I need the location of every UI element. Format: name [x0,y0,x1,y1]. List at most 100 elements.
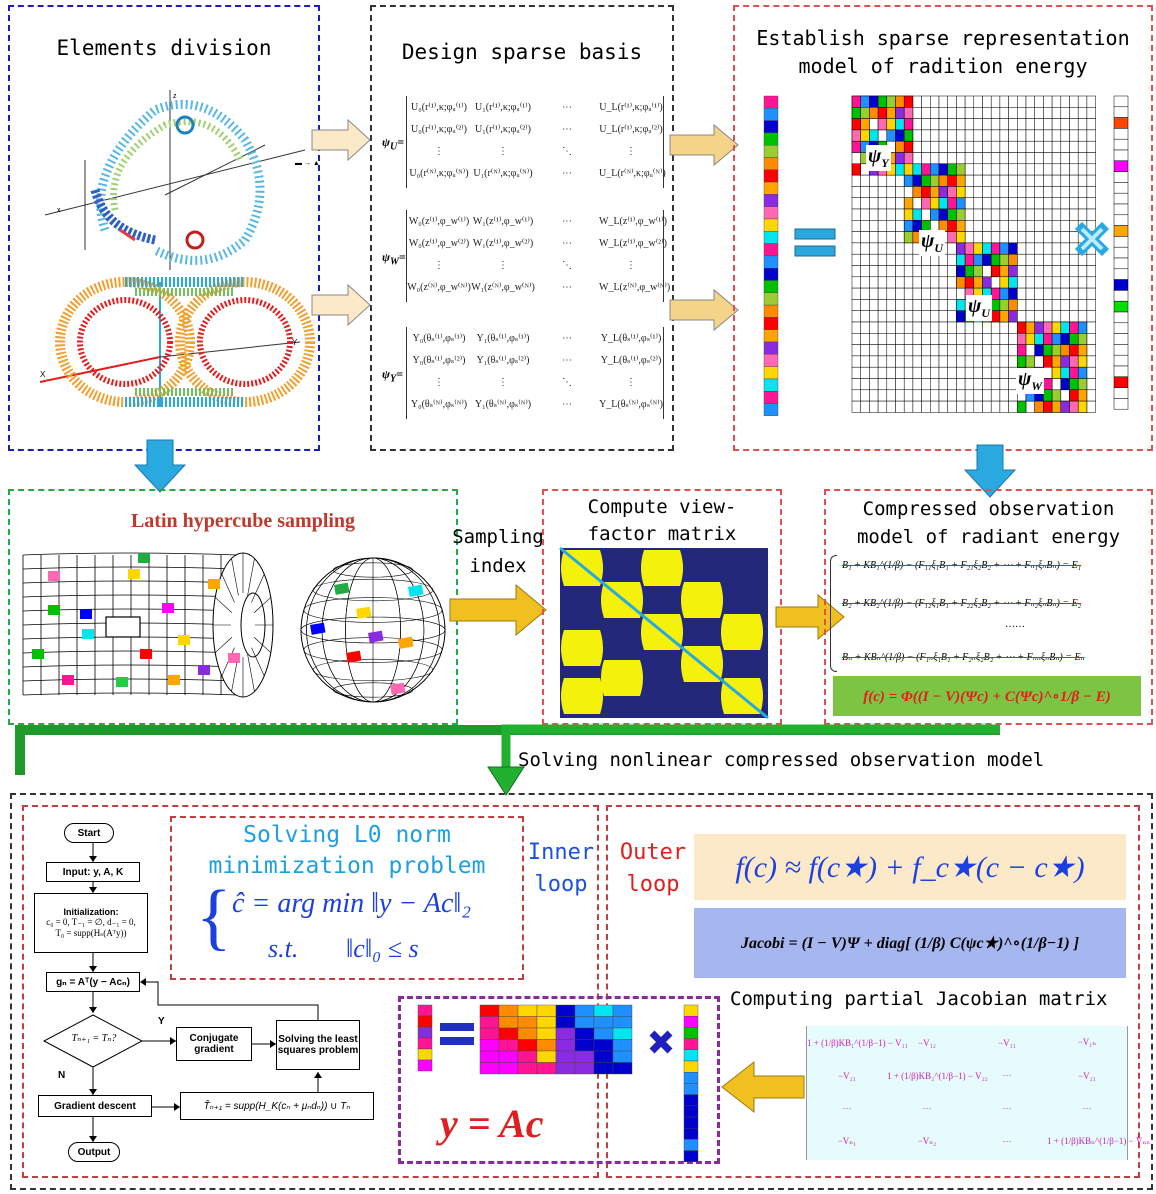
grid-cell [886,299,896,311]
matrix-cell: Y₁(θₛ⁽¹⁾,φₛ⁽¹⁾) [476,332,530,344]
flow-gradient-descent: Gradient descent [38,1095,152,1117]
c-vector-cell [683,1094,699,1106]
a-matrix-cell [612,1039,633,1052]
equation-n: Bₙ + KBₙ^(1/β) − (F₁ₙξ₁B₁ + F₂ₙξ₂B₂ + ⋯ … [842,652,1085,663]
block-cell [903,107,914,119]
grid-cell [1060,152,1070,165]
grid-cell [860,344,870,357]
matrix-cell: W₁(z⁽¹⁾,φ_w⁽¹⁾) [472,215,534,227]
a-matrix-cell [574,1016,595,1029]
cylinder-sample [198,665,210,675]
sparse-vector-cell [1113,192,1129,205]
cylinder-end-spoke [251,573,265,603]
grid-cell [1034,107,1044,119]
grid-cell [1043,310,1053,323]
grid-cell [912,276,922,289]
grid-cell [990,118,1001,131]
block-cell [1008,242,1018,255]
block-cell [1077,344,1088,357]
matrix-cell: Y_L(θₛ⁽¹⁾,φₛ⁽²⁾) [600,354,662,366]
sparse-vector-cell [1113,203,1129,216]
grid-cell [1043,287,1053,300]
sparse-basis-panel [370,5,674,451]
block-cell [1069,333,1079,345]
grid-cell [851,265,861,278]
grid-cell [964,95,975,108]
cylinder-sample [128,569,140,579]
block-cell [999,287,1009,300]
vector-cell [763,95,779,109]
c-vector-cell [683,1105,699,1118]
heatmap-diagonal [559,546,769,720]
block-cell [947,197,957,210]
vector-cell [763,132,779,146]
flow-arrowhead [89,1089,97,1095]
grid-cell [982,197,992,210]
grid-cell [1051,163,1062,176]
block-cell [938,197,948,210]
grid-cell [938,366,948,379]
grid-cell [1069,118,1079,131]
grid-cell [990,321,1001,334]
block-cell [1008,265,1018,278]
block-cell [1043,378,1053,391]
grid-cell [912,333,922,345]
grid-cell [1051,287,1062,300]
grid-cell [947,107,957,119]
grid-cell [1025,174,1035,187]
grid-cell [990,152,1001,165]
block-cell [1043,400,1053,413]
grid-cell [1077,287,1088,300]
block-cell [1017,321,1027,334]
grid-cell [938,310,948,323]
sparse-vector-cell [1113,333,1129,345]
matrix-row: ⋮⋮⋱⋮ [407,140,663,162]
grid-cell [921,355,931,368]
grid-cell [869,355,879,368]
block-cell [956,265,966,278]
vector-cell [763,280,779,294]
arrow-latin-to-viewfactor [449,583,547,637]
grid-cell [886,400,896,413]
heatmap-block [681,582,723,618]
y-vector-cell [417,1037,433,1050]
grid-cell [877,197,888,210]
block-cell [999,253,1009,266]
matrix-cell: −V₁₁ [998,1037,1016,1048]
matrix-row: ⋮⋮⋱⋮ [407,371,663,393]
flow-arrowhead [140,978,146,986]
sparse-vector-cell [1113,387,1129,399]
svg-text:z: z [173,93,177,100]
flow-arrowhead [270,1040,276,1048]
block-cell [1069,321,1079,334]
grid-cell [990,333,1001,345]
vector-cell [763,329,779,343]
sparse-vector-cell [1113,268,1129,280]
grid-cell [877,400,888,413]
grid-cell [956,321,966,334]
block-cell [895,140,905,153]
block-cell [947,163,957,176]
sparse-vector-cell [1113,354,1129,367]
grid-cell [973,389,983,402]
grid-cell [1069,152,1079,165]
matrix-cell: ⋮ [434,376,444,388]
grid-cell [851,299,861,311]
matrix-cell: −V₂₁ [1078,1070,1096,1081]
grid-cell [1008,220,1018,232]
grid-cell [1025,197,1035,210]
sparse-vector-cell [1113,279,1129,291]
a-matrix-cell [536,1016,557,1029]
grid-cell [877,389,888,402]
matrix-row: Y₀(θₛ⁽¹⁾,φₛ⁽¹⁾)Y₁(θₛ⁽¹⁾,φₛ⁽¹⁾)⋯Y_L(θₛ⁽¹⁾… [407,327,663,349]
a-matrix-cell [612,1062,633,1075]
grid-cell [1034,310,1044,323]
a-matrix-cell [612,1016,633,1029]
equation-ellipsis: …… [1005,619,1025,630]
sparse-basis-title: Design sparse basis [401,40,643,64]
grid-cell [895,265,905,278]
grid-cell [912,310,922,323]
grid-cell [1060,163,1070,176]
grid-cell [1077,253,1088,266]
matrix-row: Y₀(θₛ⁽ᴺ⁾,φₛ⁽ᴺ⁾)Y₁(θₛ⁽ᴺ⁾,φₛ⁽ᴺ⁾)⋯Y_L(θₛ⁽ᴺ⁾… [407,393,663,415]
